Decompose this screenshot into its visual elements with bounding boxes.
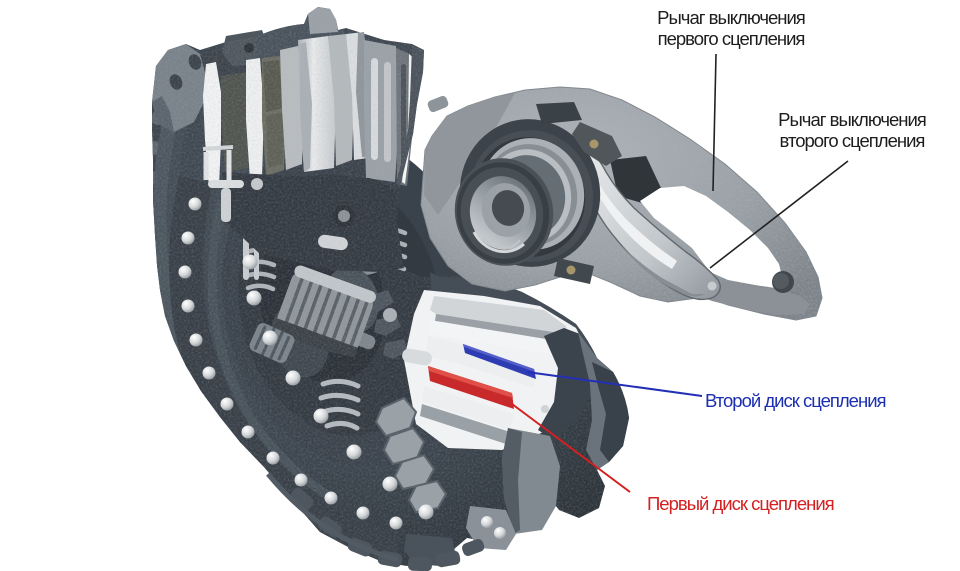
svg-text:Рычаг выключения: Рычаг выключения [778, 109, 926, 130]
svg-text:второго сцепления: второго сцепления [780, 130, 925, 151]
svg-text:Рычаг выключения: Рычаг выключения [657, 7, 805, 28]
svg-text:первого сцепления: первого сцепления [658, 28, 805, 49]
svg-text:Второй диск сцепления: Второй диск сцепления [705, 390, 886, 411]
svg-text:Первый диск сцепления: Первый диск сцепления [647, 493, 834, 514]
